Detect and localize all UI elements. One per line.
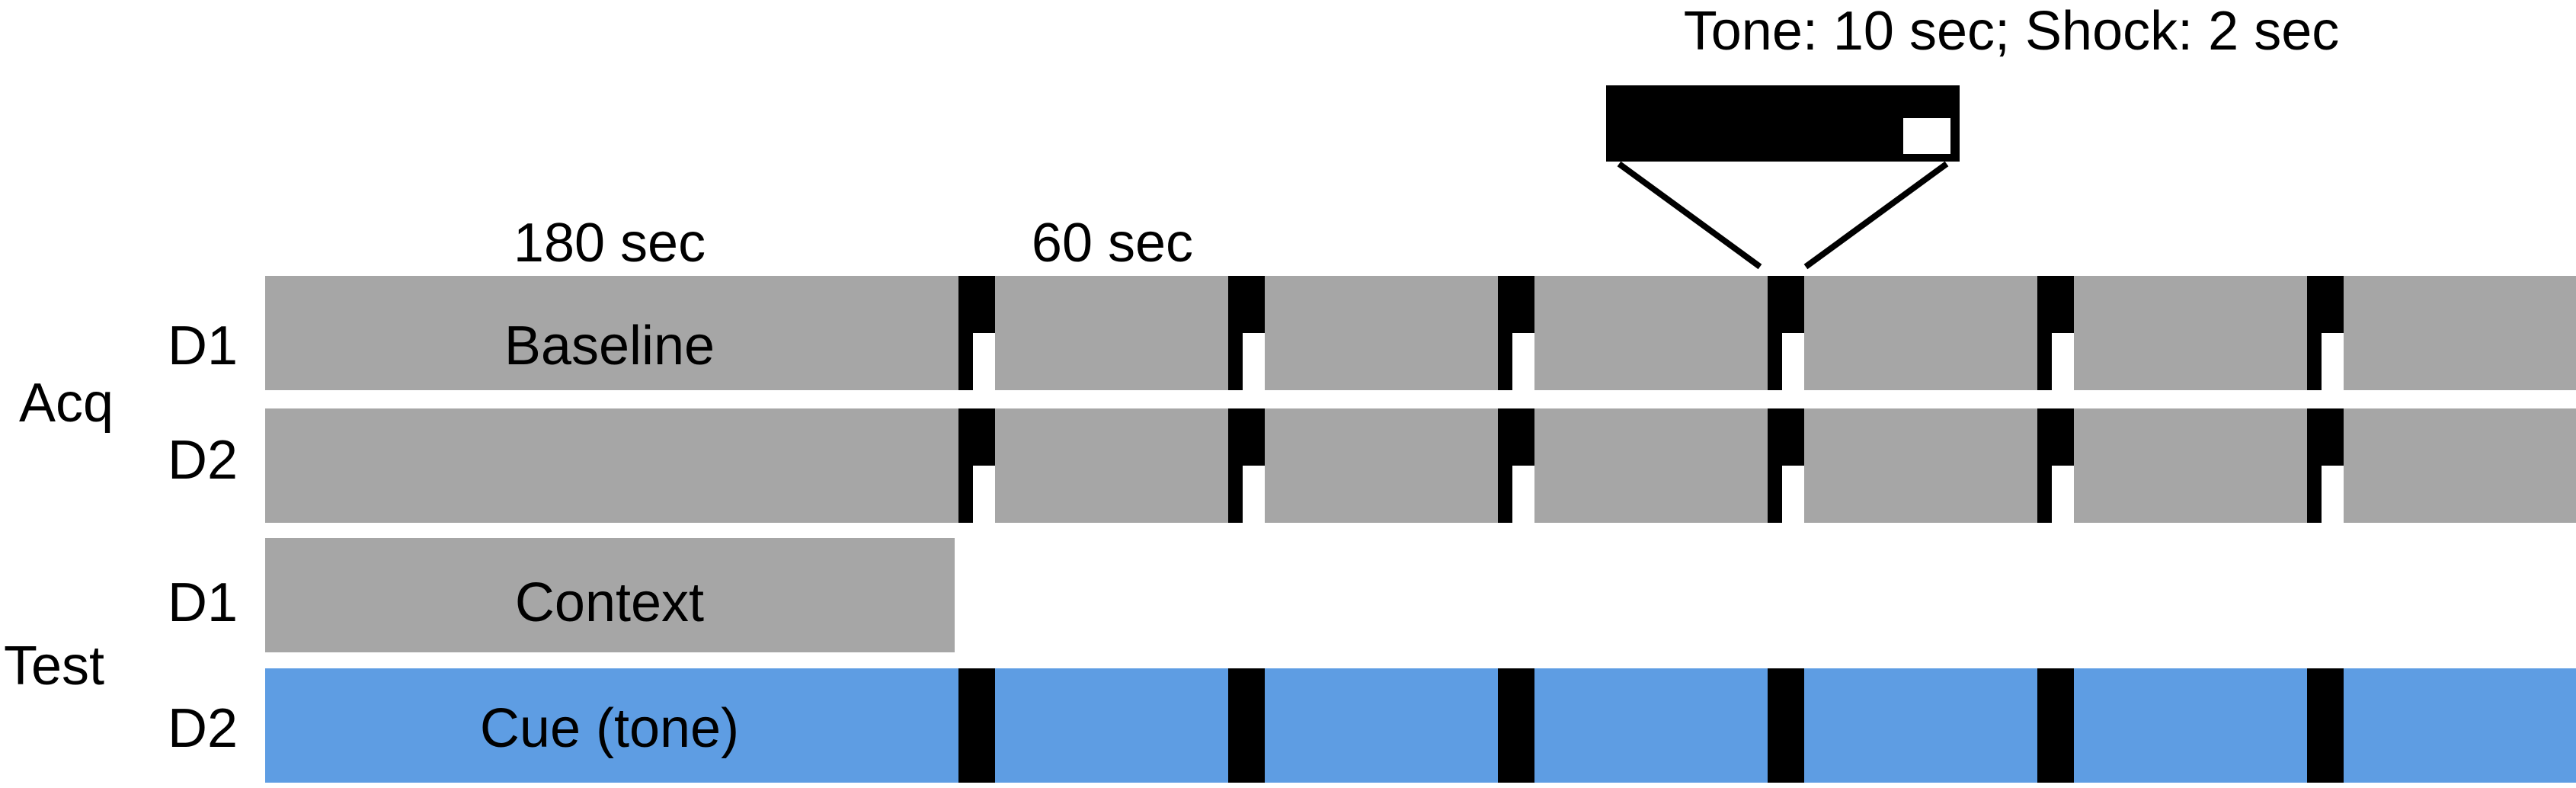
zoom-line-right bbox=[1803, 161, 1949, 270]
shock-marker bbox=[1243, 466, 1265, 523]
shock-marker bbox=[1512, 333, 1534, 390]
acq-d1-row: Baseline bbox=[265, 276, 2576, 390]
shock-marker bbox=[1782, 333, 1804, 390]
tone-marker bbox=[2037, 668, 2074, 783]
shock-marker bbox=[1782, 466, 1804, 523]
baseline-duration-label: 180 sec bbox=[514, 213, 706, 274]
shock-detail-box bbox=[1903, 118, 1950, 154]
shock-marker bbox=[973, 466, 995, 523]
row-label: Baseline bbox=[504, 316, 715, 376]
tone-marker bbox=[2307, 668, 2344, 783]
day-label: D1 bbox=[168, 316, 238, 376]
day-label: D2 bbox=[168, 698, 238, 759]
tone-detail-bar bbox=[1606, 85, 1960, 162]
row-label: Cue (tone) bbox=[480, 698, 739, 759]
shock-marker bbox=[2052, 466, 2074, 523]
interval-duration-label: 60 sec bbox=[1032, 213, 1193, 274]
tone-marker bbox=[1768, 668, 1804, 783]
row-background bbox=[265, 538, 955, 652]
test-d1-row: Context bbox=[265, 538, 955, 652]
row-label: Context bbox=[515, 572, 704, 633]
test-d2-row: Cue (tone) bbox=[265, 668, 2576, 783]
phase-label-acq: Acq bbox=[19, 373, 114, 434]
trial-detail-zoom bbox=[1606, 85, 1960, 270]
shock-marker bbox=[1243, 333, 1265, 390]
shock-marker bbox=[2322, 466, 2344, 523]
shock-marker bbox=[2052, 333, 2074, 390]
row-background bbox=[265, 668, 2576, 783]
row-background bbox=[265, 408, 2576, 523]
tone-marker bbox=[1228, 668, 1265, 783]
detail-label: Tone: 10 sec; Shock: 2 sec bbox=[1684, 1, 2339, 62]
phase-label-test: Test bbox=[4, 636, 104, 697]
row-background bbox=[265, 276, 2576, 390]
shock-marker bbox=[2322, 333, 2344, 390]
tone-marker bbox=[1498, 668, 1534, 783]
acq-d2-row bbox=[265, 408, 2576, 523]
day-label: D1 bbox=[168, 572, 238, 633]
shock-marker bbox=[973, 333, 995, 390]
day-label: D2 bbox=[168, 430, 238, 491]
shock-marker bbox=[1512, 466, 1534, 523]
zoom-line-left bbox=[1617, 161, 1762, 270]
tone-marker bbox=[958, 668, 995, 783]
